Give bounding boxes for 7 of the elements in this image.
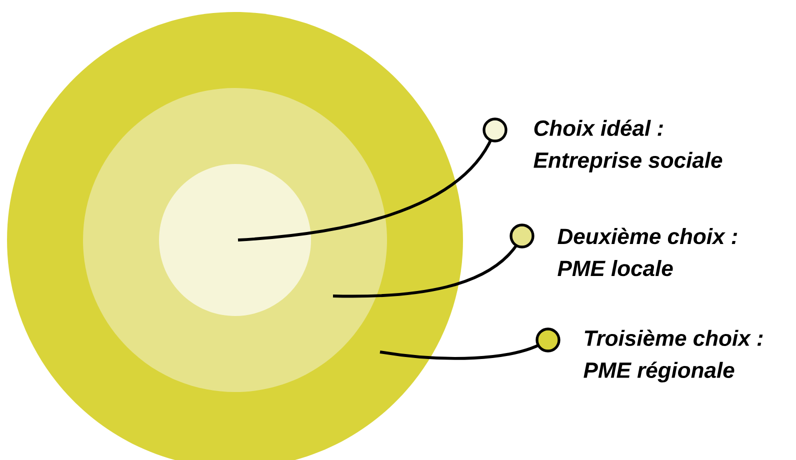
ring [159, 164, 311, 316]
leader-line [380, 328, 560, 360]
choice-label: Troisième choix : PME régionale [584, 330, 763, 382]
leader-line [238, 118, 508, 242]
choice-label: Choix idéal : Entreprise sociale [534, 120, 722, 172]
choice-label: Deuxième choix : PME locale [558, 228, 738, 276]
leader-line [332, 224, 534, 298]
